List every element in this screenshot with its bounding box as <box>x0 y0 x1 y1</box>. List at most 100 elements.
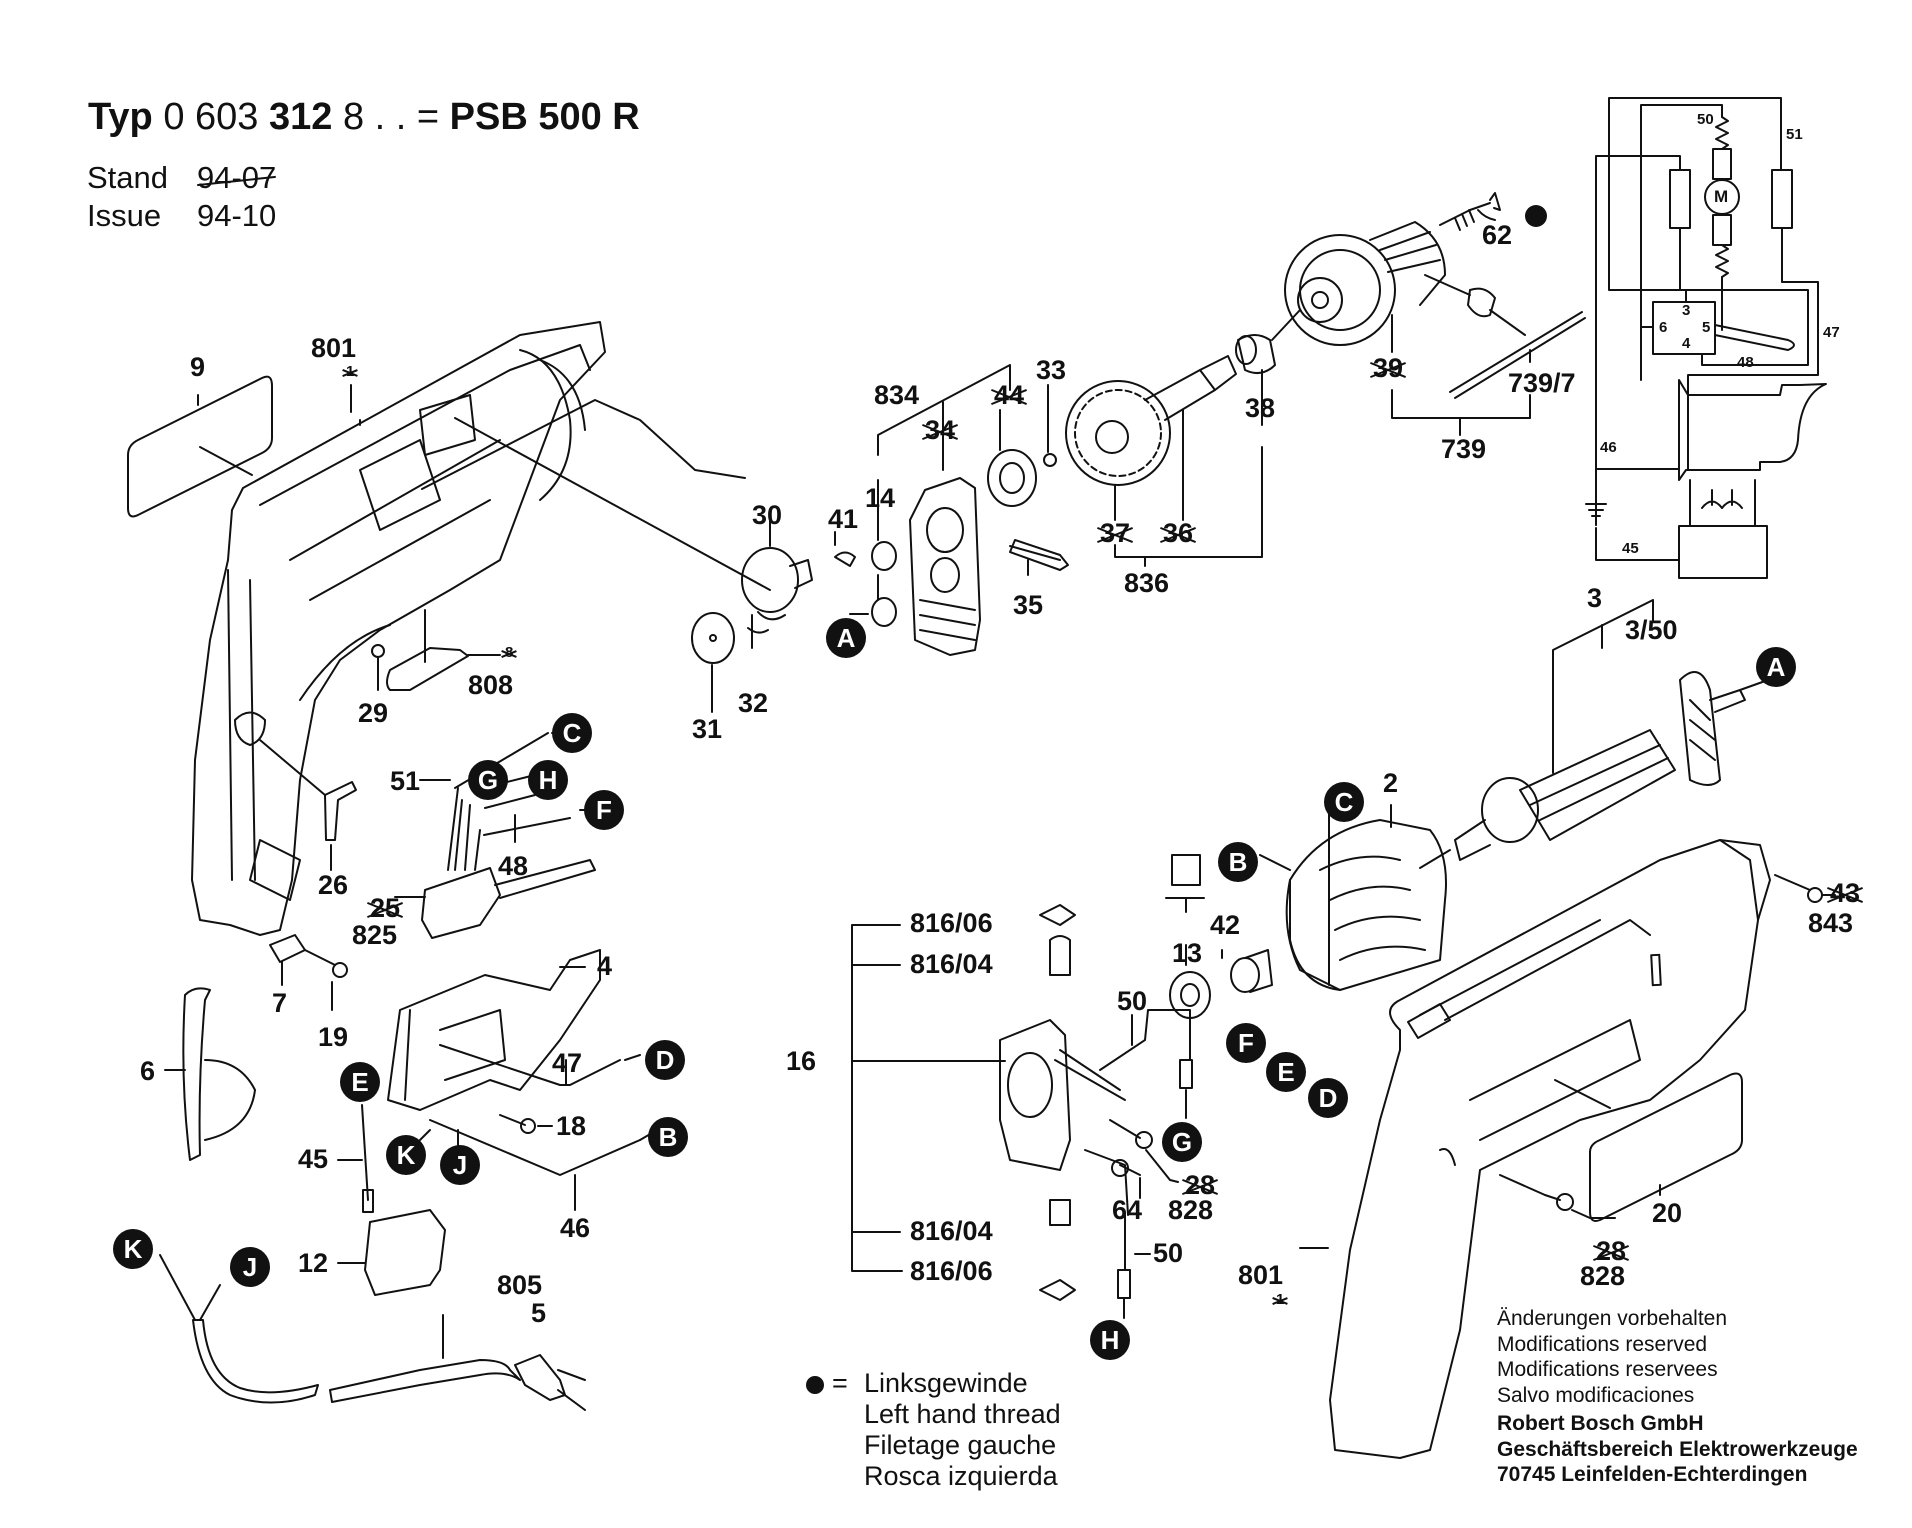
wiring-motor-symbol: M <box>1714 187 1729 206</box>
power-cord-part-5 <box>159 1254 586 1411</box>
part-label-6: 6 <box>140 1056 156 1086</box>
wiring-terminal-4: 4 <box>1682 335 1691 352</box>
connection-marker-d-switch: D <box>645 1040 685 1080</box>
part-label-50-bottom: 50 <box>1153 1238 1184 1268</box>
legend-lines: Linksgewinde Left hand thread Filetage g… <box>864 1368 1061 1492</box>
part-label-805: 805 <box>497 1270 543 1300</box>
wiring-label-50: 50 <box>1697 111 1714 128</box>
wiring-label-47: 47 <box>1823 324 1840 341</box>
part-label-62: 62 <box>1482 220 1513 250</box>
part-label-2: 2 <box>1383 768 1399 798</box>
wire-part-45 <box>337 1104 446 1296</box>
connection-marker-f-switch: F <box>584 790 624 830</box>
leader-line <box>454 417 771 591</box>
cord-clamp-part-7 <box>269 934 348 1011</box>
label-plate-part-808 <box>371 609 501 691</box>
footer-notes: Änderungen vorbehalten Modifications res… <box>1497 1306 1858 1488</box>
issue-row: Issue 94-10 <box>87 198 276 234</box>
connection-marker-h-brush: H <box>1090 1320 1130 1360</box>
part-label-801-top-sub: 1 <box>346 363 355 380</box>
part-label-816-06-top: 816/06 <box>910 908 993 938</box>
part-label-828-bottom: 828 <box>1580 1261 1626 1291</box>
part-label-30: 30 <box>752 500 783 530</box>
connection-marker-e-stator: E <box>1266 1052 1306 1092</box>
footer-note-fr: Modifications reservees <box>1497 1358 1718 1381</box>
part-label-825: 825 <box>352 920 398 950</box>
part-label-3: 3 <box>1587 583 1603 613</box>
part-label-37: 37 <box>1100 518 1131 548</box>
connection-marker-c-switch: C <box>552 713 592 753</box>
part-label-3-50: 3/50 <box>1625 615 1678 645</box>
part-label-14: 14 <box>865 483 896 513</box>
gear-carrier-assembly <box>691 364 1069 713</box>
part-label-843: 843 <box>1808 908 1854 938</box>
part-label-808: 808 <box>468 670 514 700</box>
part-label-35: 35 <box>1013 590 1044 620</box>
type-number-mid: 312 <box>268 96 333 138</box>
connection-marker-k-cable: K <box>113 1229 153 1269</box>
part-label-45: 45 <box>298 1144 329 1174</box>
part-label-801-bottom: 801 <box>1238 1260 1284 1290</box>
part-label-739-7: 739/7 <box>1508 368 1576 398</box>
part-label-29: 29 <box>358 698 389 728</box>
part-label-9: 9 <box>190 352 206 382</box>
label-plate-part-20 <box>1589 1072 1743 1222</box>
part-label-18: 18 <box>556 1111 587 1141</box>
footer-company-name: Robert Bosch GmbH <box>1497 1412 1704 1435</box>
part-label-26: 26 <box>318 870 349 900</box>
connection-marker-e-switch: E <box>340 1062 380 1102</box>
wiring-terminal-3: 3 <box>1682 302 1691 319</box>
connection-marker-c-stator: C <box>1324 782 1364 822</box>
wiring-terminal-6: 6 <box>1659 319 1668 336</box>
issue-value: 94-10 <box>197 198 277 233</box>
part-label-41: 41 <box>828 504 859 534</box>
footer-note-es: Salvo modificaciones <box>1497 1383 1695 1407</box>
wiring-terminal-5: 5 <box>1702 319 1711 336</box>
part-label-42: 42 <box>1210 910 1241 940</box>
connection-marker-g-switch: G <box>468 760 508 800</box>
legend-line-en: Left hand thread <box>864 1399 1061 1429</box>
connection-marker-a-right: A <box>1756 647 1796 687</box>
part-label-36: 36 <box>1163 518 1194 548</box>
part-label-5: 5 <box>531 1298 547 1328</box>
typ-label: Typ <box>88 96 153 138</box>
part-label-64: 64 <box>1112 1195 1143 1225</box>
switch-assembly <box>259 732 653 1211</box>
wiring-label-45: 45 <box>1622 540 1639 557</box>
part-label-34: 34 <box>925 415 956 445</box>
type-number-suffix: 8 . . = <box>342 96 440 138</box>
part-label-25: 25 <box>370 893 401 923</box>
part-label-13: 13 <box>1172 938 1203 968</box>
model-name: PSB 500 R <box>449 96 640 138</box>
footer-company-division: Geschäftsbereich Elektrowerkzeuge <box>1497 1437 1858 1461</box>
footer-note-en: Modifications reserved <box>1497 1332 1708 1356</box>
part-label-739: 739 <box>1441 434 1487 464</box>
part-label-28-bottom: 28 <box>1596 1236 1627 1266</box>
leader-line <box>421 399 746 490</box>
legend-equals: = <box>832 1368 848 1398</box>
left-hand-thread-marker <box>1525 205 1547 227</box>
connection-marker-j-switch: J <box>440 1145 480 1185</box>
part-label-43: 43 <box>1830 878 1861 908</box>
connection-marker-g-brush: G <box>1162 1122 1202 1162</box>
connection-marker-f-stator: F <box>1226 1023 1266 1063</box>
part-label-801-top: 801 <box>311 333 357 363</box>
wiring-label-51: 51 <box>1786 126 1803 143</box>
legend-line-fr: Filetage gauche <box>864 1430 1057 1460</box>
stand-label: Stand <box>87 160 169 195</box>
housing-left-half <box>191 321 606 936</box>
part-label-32: 32 <box>738 688 769 718</box>
connection-marker-b-stator: B <box>1218 842 1258 882</box>
part-label-48: 48 <box>498 851 529 881</box>
gear-and-spindle <box>1065 334 1276 567</box>
drill-chuck <box>1271 192 1586 436</box>
nameplate-part-9 <box>127 375 273 518</box>
part-label-33: 33 <box>1036 355 1067 385</box>
stand-value-struck: 94-07 <box>197 160 277 195</box>
part-label-801-bottom-sub: 1 <box>1276 1291 1285 1308</box>
armature-part-3 <box>1419 599 1769 869</box>
footer-note-de: Änderungen vorbehalten <box>1497 1307 1728 1330</box>
legend-bullet-icon <box>806 1376 824 1394</box>
issue-label: Issue <box>87 198 162 233</box>
